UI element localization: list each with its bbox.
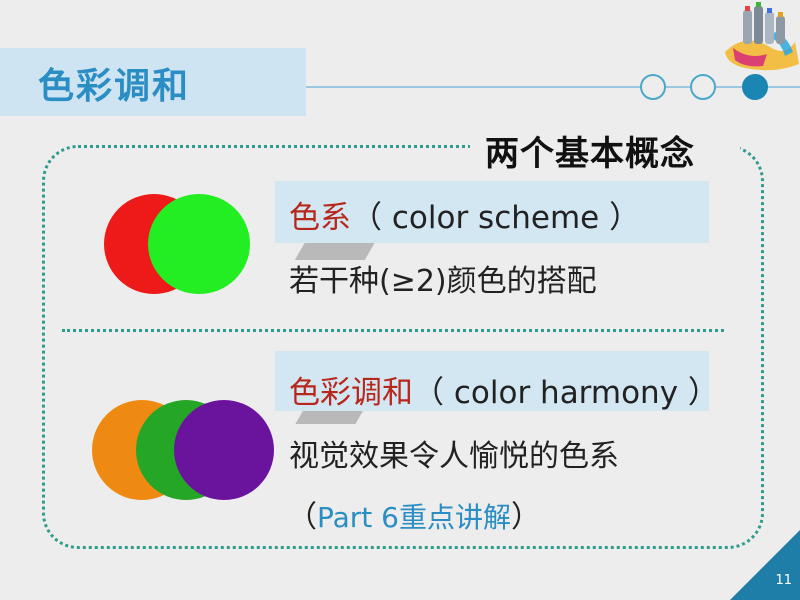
title-rule [306,86,800,88]
harmony-term: 色彩调和 [289,375,413,411]
label-band [275,181,709,243]
harmony-heading: 色彩调和（ color harmony ） [289,367,719,412]
slide-subtitle: 两个基本概念 [485,134,695,174]
scheme-term: 色系 [289,200,351,236]
title-band [0,48,306,116]
label-band [275,351,709,411]
harmony-description: 视觉效果令人愉悦的色系 [289,439,619,474]
section-divider [62,329,724,332]
subtitle-mask [470,128,740,168]
note-open-paren: （ [287,500,317,535]
filled-ring-icon [742,74,768,100]
note-text: Part 6重点讲解 [317,501,511,534]
harmony-note: （Part 6重点讲解） [287,492,541,536]
ring-icon [690,74,716,100]
page-number: 11 [775,573,792,588]
green-circle [148,194,250,294]
paint-cans-icon [725,2,799,71]
ring-icon [640,74,666,100]
scheme-description: 若干种(≥2)颜色的搭配 [289,264,597,299]
scheme-term-en: （ color scheme ） [351,200,641,236]
content-frame [42,145,764,549]
slide-title: 色彩调和 [38,66,191,107]
corner-triangle [730,530,800,600]
scheme-heading: 色系（ color scheme ） [289,192,640,237]
note-close-paren: ） [511,500,541,535]
harmony-term-en: （ color harmony ） [413,375,719,411]
purple-circle [174,400,274,500]
